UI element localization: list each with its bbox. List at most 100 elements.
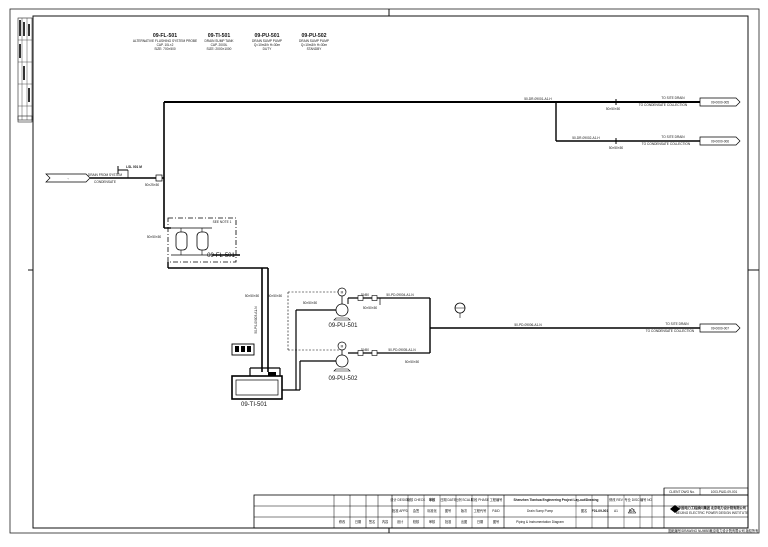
pump-2-valve-label: DN50 xyxy=(361,348,369,352)
eq3-tag: 09-PU-501 xyxy=(254,33,279,39)
eq1-tag: 09-FL-501 xyxy=(153,33,177,39)
tb-mid-4: 版次 xyxy=(461,508,468,513)
client-dwg-box xyxy=(663,487,749,496)
outlet-1-label1: TO SITE DRAIN xyxy=(661,96,685,100)
eq1-line2: CAP. 10L×2 xyxy=(157,43,174,47)
tb-top-5: 阶段 PHASE xyxy=(471,497,489,502)
filter-tag: 09-FL-501 xyxy=(207,253,235,259)
tb-bot-4: 设计 xyxy=(397,519,404,524)
inlet-line1: DRAIN FROM SYSTEM xyxy=(88,173,123,177)
eq1-line3: SIZE: 700×500 xyxy=(154,47,176,51)
company-logo xyxy=(670,505,680,513)
tb-bot-8: 出图 xyxy=(461,519,467,524)
tb-mid-0: 批准 APPD xyxy=(392,508,409,513)
outlet-2-ref: 09-0000-006 xyxy=(711,140,729,144)
suction-size-2: 50×50×50 xyxy=(268,294,283,298)
left-strip-box xyxy=(17,115,33,123)
client-dwg-label: CLIENT DWG No. xyxy=(669,490,695,494)
filter-in-size: 50×50×50 xyxy=(147,235,162,239)
outlet-2-arrow xyxy=(699,136,741,146)
pump-1: M 09-PU-501 xyxy=(328,287,358,329)
filter-package: SEE NOTE 1 09-FL-501 50×50×50 xyxy=(147,217,237,263)
tb-top-3: 日期 DATE xyxy=(440,497,456,502)
eq3-line3: DUTY xyxy=(263,47,273,51)
inlet-line2: CONDENSATE xyxy=(94,180,116,184)
tb-mid-6: P&ID xyxy=(492,509,500,513)
pump-1-suction-size: 50×50×50 xyxy=(303,301,318,305)
pump-1-tag: 09-PU-501 xyxy=(328,323,358,329)
outlet-1-arrow xyxy=(699,97,741,107)
tb-mid-7: 图名 xyxy=(581,508,587,513)
eq3-line1: DRAIN SUMP PUMP xyxy=(252,39,282,43)
lsl-instrument: LSL 001 M xyxy=(117,165,142,178)
tb-mid-3: 图号 xyxy=(445,508,451,513)
outlet-1-label2: TO CONDENSATE COLLECTION xyxy=(639,103,688,107)
tb-mid-8: A1 xyxy=(614,509,618,513)
title-block: CLIENT DWG No. 1003-P&ID-09-001 设计 DESIG… xyxy=(253,487,749,529)
pump-1-red-label: 50×50×50 xyxy=(363,306,378,310)
outlet-3-label1: TO SITE DRAIN xyxy=(665,322,689,326)
company-name: 中国电力工程顾问集团 北京电力设计院有限公司 xyxy=(678,505,746,510)
tb-bot-7: 批准 xyxy=(445,519,452,524)
inlet: → DRAIN FROM SYSTEM CONDENSATE 50×25×50 xyxy=(45,173,164,187)
outlet-3-arrow xyxy=(699,323,741,333)
tb-top-2: 审核 xyxy=(429,497,436,502)
pump-2-valve xyxy=(357,350,364,356)
eq2-line3: SIZE: 2000×1000 xyxy=(207,47,232,51)
svg-text:M: M xyxy=(341,344,344,348)
eq4-line3: STANDBY xyxy=(307,47,323,51)
eq2-line1: DRAIN SUMP TANK xyxy=(204,39,234,43)
eq4-line1: DRAIN SUMP PUMP xyxy=(299,39,329,43)
tank-tag: 09-TI-501 xyxy=(241,402,268,408)
eq2-tag: 09-TI-501 xyxy=(208,33,231,39)
left-revision-strip xyxy=(17,17,33,121)
tb-top-0: 设计 DESIGN xyxy=(390,497,410,502)
pump-2-out-label: 50-PD-09005-A1-N xyxy=(388,348,416,352)
tb-top-1: 校核 CHECK xyxy=(407,497,426,502)
tb-bot-3: 内容 xyxy=(382,519,389,524)
revision-triangle xyxy=(627,507,637,514)
filter-boundary xyxy=(167,217,237,263)
tank-inner xyxy=(235,379,279,396)
pump-1-out-label: 50-PD-09004-A1-N xyxy=(386,293,414,297)
tb-top-6: 工程编号 xyxy=(490,497,503,502)
pump-1-valve xyxy=(357,295,364,301)
tb-mid-1: 会签 xyxy=(413,508,420,513)
tb-bot-9: 日期 xyxy=(477,519,483,524)
suction-size-1: 50×50×50 xyxy=(245,294,260,298)
pump-2-red-label: 50×50×50 xyxy=(405,360,420,364)
tb-mid-5: 工程代号 xyxy=(474,508,487,513)
inner-border xyxy=(32,15,749,529)
eq3-line2: Q=10m3/h H=30m xyxy=(254,43,281,47)
inlet-pipe-size: 50×25×50 xyxy=(145,183,160,187)
drawing-no: F01-09-001 xyxy=(592,509,609,513)
outer-border xyxy=(9,8,760,534)
footer-left: 图纸编号/DRAWING NUMBER xyxy=(668,528,712,533)
pump-2-tag: 09-PU-502 xyxy=(328,376,358,382)
filter-vessel-2 xyxy=(196,231,209,251)
branch-size: 50×50×50 xyxy=(609,146,624,150)
tb-bot-6: 审核 xyxy=(429,519,436,524)
eq4-line2: Q=10m3/h H=30m xyxy=(301,43,328,47)
filter-vessel-1 xyxy=(175,231,188,251)
tb-bot-1: 日期 xyxy=(355,519,361,524)
tb-bot-5: 校核 xyxy=(413,519,420,524)
svg-text:M: M xyxy=(341,290,344,294)
tb-mid-2: 标准化 xyxy=(427,508,437,513)
eq2-line2: CAP. 2000L xyxy=(211,43,228,47)
main-header-label: 50-DR-09001-A1-H xyxy=(524,97,552,101)
outlet-1-ref: 09-0000-005 xyxy=(711,101,729,105)
outlet-1: TO SITE DRAIN TO CONDENSATE COLLECTION 0… xyxy=(639,96,741,107)
pump-suction-label: 50-PS-09003-A1-N xyxy=(254,306,258,334)
tb-top-10: 编号 NO xyxy=(640,497,653,502)
discharge-label: 50-PD-09006-A1-N xyxy=(514,323,542,327)
outlet-3: TO SITE DRAIN TO CONDENSATE COLLECTION 0… xyxy=(646,322,741,333)
tb-top-9: 专业 DISC xyxy=(625,497,641,502)
filter-note: SEE NOTE 1 xyxy=(213,220,232,224)
outlet-3-label2: TO CONDENSATE COLLECTION xyxy=(646,329,695,333)
pump-2-casing xyxy=(335,354,349,368)
tb-bot-0: 修改 xyxy=(339,519,346,524)
drawing-title-1: Drain Sump Pump xyxy=(527,509,553,513)
inlet-arrow-label: → xyxy=(66,177,69,181)
